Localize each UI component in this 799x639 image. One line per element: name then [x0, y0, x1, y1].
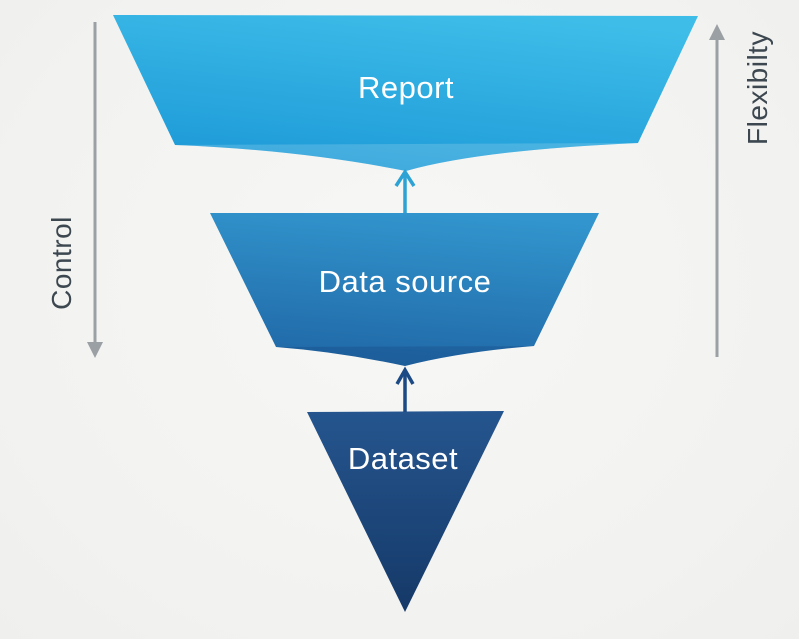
arrow-datasource-to-report-icon	[394, 168, 416, 213]
arrow-head	[395, 366, 415, 385]
flexibility-label: Flexibilty	[742, 31, 773, 145]
funnel-level-data-source: Data source	[210, 213, 599, 366]
datasource-shape	[210, 213, 599, 366]
control-axis: Control	[46, 22, 103, 358]
report-label: Report	[358, 70, 454, 105]
datasource-label: Data source	[319, 264, 492, 299]
dataset-label: Dataset	[348, 441, 458, 476]
control-label: Control	[46, 216, 77, 310]
dataset-shape	[307, 411, 504, 612]
funnel-level-dataset: Dataset	[307, 411, 504, 612]
datasource-fold	[276, 346, 534, 366]
up-arrow-icon	[709, 24, 725, 40]
arrow-head	[394, 168, 416, 187]
report-shape	[113, 15, 698, 171]
report-fold	[175, 143, 638, 171]
down-arrow-icon	[87, 342, 103, 358]
flexibility-axis: Flexibilty	[709, 24, 773, 357]
arrow-dataset-to-datasource-icon	[395, 366, 415, 412]
funnel-level-report: Report	[113, 15, 698, 171]
